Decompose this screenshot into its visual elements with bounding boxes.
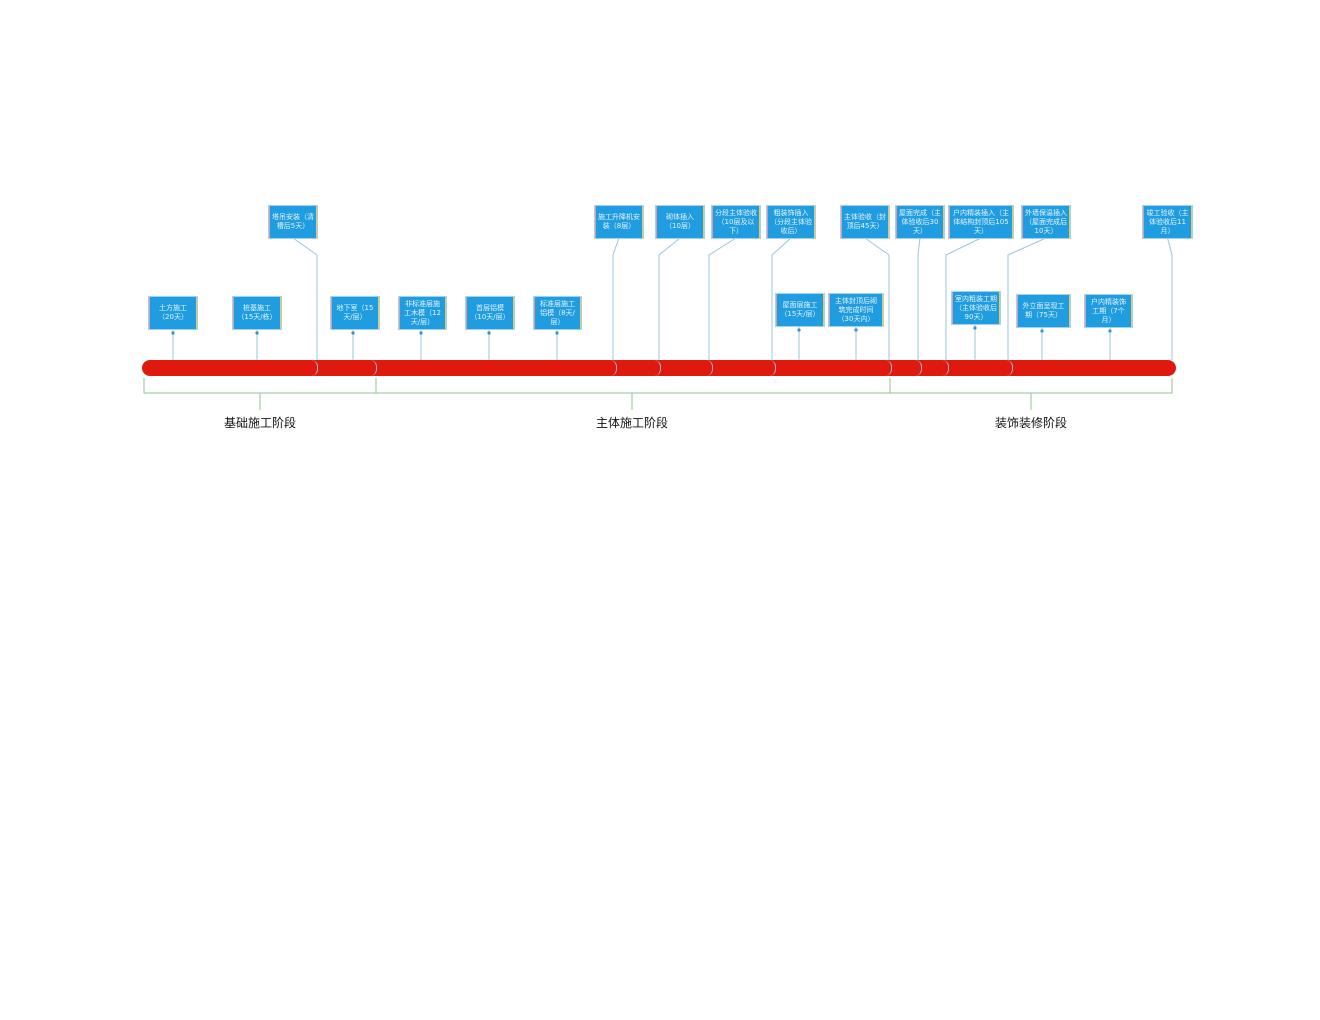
bar-segment-joint <box>942 360 949 376</box>
milestone-dot <box>854 328 858 332</box>
milestone-box-top: 分段主体验收（10层及以下） <box>712 206 760 238</box>
milestone-box-top: 塔吊安装（清槽后5天） <box>269 206 317 238</box>
milestone-connector <box>771 237 792 360</box>
milestone-dot <box>555 331 559 335</box>
milestone-box-top: 户内精装插入（主体结构封顶后105天） <box>949 206 1013 238</box>
bar-segment-joint <box>769 360 776 376</box>
bar-segment-joint <box>654 360 661 376</box>
phase-bracket <box>143 378 377 394</box>
bar-segment-joint <box>610 360 617 376</box>
milestone-box-top: 屋面完成（主体验收后30天） <box>896 206 944 238</box>
milestone-dot <box>351 331 355 335</box>
milestone-box-bottom: 主体封顶后砌筑完成时间（30天内） <box>829 294 883 326</box>
bar-segment-joint <box>885 360 892 376</box>
milestone-dot <box>171 331 175 335</box>
milestone-box-top: 粗装饰插入（分段主体验收后） <box>767 206 815 238</box>
milestone-box-bottom: 标准层施工铝模（8天/层） <box>534 297 581 329</box>
milestone-box-top: 外墙保温插入（屋面完成后10天） <box>1022 206 1070 238</box>
milestone-box-top: 施工升降机安装（8层） <box>595 206 643 238</box>
milestone-connector <box>708 237 737 360</box>
milestone-dot <box>487 331 491 335</box>
milestone-dot <box>419 331 423 335</box>
milestone-box-top: 竣工验收（主体验收后11月） <box>1143 206 1192 238</box>
milestone-dot <box>1040 329 1044 333</box>
bar-segment-joint <box>706 360 713 376</box>
phase-label: 主体施工阶段 <box>595 416 669 430</box>
phase-bracket <box>889 378 1173 394</box>
milestone-connector <box>658 237 681 360</box>
milestone-connector <box>945 237 982 360</box>
milestone-connector <box>1007 237 1047 360</box>
bar-segment-joint <box>915 360 922 376</box>
milestone-connector <box>292 237 318 360</box>
milestone-connector <box>864 237 890 360</box>
milestone-box-bottom: 桩基施工（15天/栋） <box>233 297 281 329</box>
phase-label: 装饰装修阶段 <box>994 416 1068 430</box>
milestone-box-top: 砌体插入（10层） <box>656 206 704 238</box>
phase-bracket <box>375 378 891 394</box>
milestone-box-bottom: 首层铝模（10天/层） <box>466 297 514 329</box>
bar-segment-joint <box>311 360 318 376</box>
milestone-dot <box>1108 329 1112 333</box>
milestone-box-bottom: 土方施工（20天） <box>149 297 197 329</box>
milestone-box-top: 主体验收（封顶后45天） <box>841 206 889 238</box>
milestone-box-bottom: 屋面层施工（15天/层） <box>776 294 824 326</box>
phase-label: 基础施工阶段 <box>223 416 297 430</box>
milestone-box-bottom: 地下室（15天/层） <box>331 297 379 329</box>
bar-segment-joint <box>370 360 377 376</box>
milestone-connector <box>1167 237 1173 360</box>
milestone-dot <box>255 331 259 335</box>
milestone-box-bottom: 户内精装饰工期（7个月） <box>1085 295 1132 327</box>
milestone-connector <box>917 237 921 360</box>
milestone-dot <box>797 328 801 332</box>
milestone-dot <box>973 326 977 330</box>
milestone-box-bottom: 室内粗装工期（主体验收后90天） <box>952 292 1000 324</box>
milestone-box-bottom: 外立面呈现工期（75天） <box>1017 295 1070 327</box>
bar-segment-joint <box>1006 360 1013 376</box>
milestone-connector <box>612 237 620 360</box>
milestone-box-bottom: 非标准层施工木模（12天/层） <box>399 297 446 329</box>
